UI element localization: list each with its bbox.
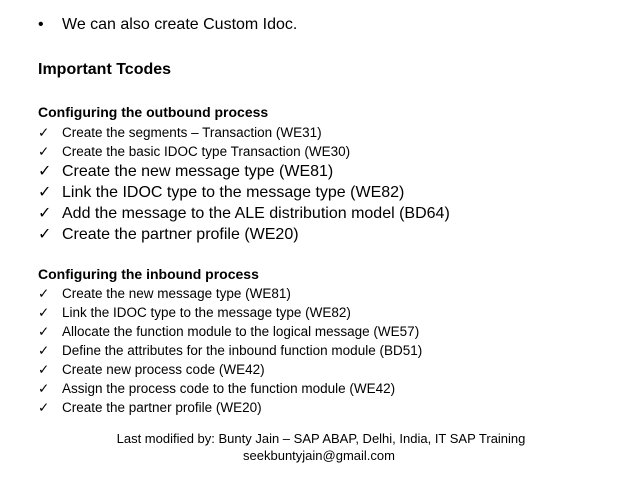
list-item-text: Create new process code (WE42) (62, 362, 265, 377)
list-item-text: Create the new message type (WE81) (62, 163, 334, 180)
list-item: ✓ Assign the process code to the function… (38, 379, 422, 398)
outbound-section-title: Configuring the outbound process (38, 104, 269, 120)
checkmark-icon: ✓ (38, 381, 50, 396)
list-item: ✓ Allocate the function module to the log… (38, 322, 422, 341)
list-item-text: Create the partner profile (WE20) (62, 226, 299, 243)
list-item: ✓ Create the segments – Transaction (WE31… (38, 123, 350, 142)
footer-email: seekbuntyjain@gmail.com (243, 448, 395, 463)
important-tcodes-heading: Important Tcodes (38, 61, 172, 78)
list-item: ✓ Create the partner profile (WE20) (38, 224, 450, 245)
outbound-list-large: ✓ Create the new message type (WE81) ✓ Lin… (38, 161, 450, 245)
footer: Last modified by: Bunty Jain – SAP ABAP,… (0, 430, 638, 464)
list-item-text: Assign the process code to the function … (62, 381, 396, 396)
checkmark-icon: ✓ (38, 144, 50, 159)
checkmark-icon: ✓ (38, 343, 50, 358)
checkmark-icon: ✓ (38, 163, 52, 180)
list-item: ✓ Define the attributes for the inbound f… (38, 341, 422, 360)
list-item-text: Create the new message type (WE81) (62, 286, 291, 301)
list-item-text: Create the segments – Transaction (WE31) (62, 125, 322, 140)
checkmark-icon: ✓ (38, 400, 50, 415)
list-item-text: Add the message to the ALE distribution … (62, 205, 450, 222)
checkmark-icon: ✓ (38, 184, 52, 201)
checkmark-icon: ✓ (38, 305, 50, 320)
list-item-text: Link the IDOC type to the message type (… (62, 305, 351, 320)
checkmark-icon: ✓ (38, 362, 50, 377)
list-item: ✓ Create the new message type (WE81) (38, 161, 450, 182)
list-item-text: Create the partner profile (WE20) (62, 400, 262, 415)
intro-bullet-item: • We can also create Custom Idoc. (38, 16, 297, 34)
list-item: ✓ Create new process code (WE42) (38, 360, 422, 379)
checkmark-icon: ✓ (38, 226, 52, 243)
list-item-text: Allocate the function module to the logi… (62, 324, 420, 339)
bullet-icon: • (38, 16, 44, 33)
list-item: ✓ Link the IDOC type to the message type … (38, 303, 422, 322)
inbound-list: ✓ Create the new message type (WE81) ✓ Lin… (38, 284, 422, 417)
list-item-text: Define the attributes for the inbound fu… (62, 343, 423, 358)
list-item: ✓ Create the basic IDOC type Transaction … (38, 142, 350, 161)
inbound-section-title: Configuring the inbound process (38, 266, 259, 282)
list-item-text: Link the IDOC type to the message type (… (62, 184, 405, 201)
footer-author-line: Last modified by: Bunty Jain – SAP ABAP,… (116, 431, 526, 446)
checkmark-icon: ✓ (38, 125, 50, 140)
checkmark-icon: ✓ (38, 324, 50, 339)
checkmark-icon: ✓ (38, 205, 52, 222)
intro-text: We can also create Custom Idoc. (62, 16, 298, 33)
list-item: ✓ Create the new message type (WE81) (38, 284, 422, 303)
list-item: ✓ Link the IDOC type to the message type … (38, 182, 450, 203)
outbound-list-small: ✓ Create the segments – Transaction (WE31… (38, 123, 350, 161)
list-item: ✓ Create the partner profile (WE20) (38, 398, 422, 417)
list-item-text: Create the basic IDOC type Transaction (… (62, 144, 351, 159)
checkmark-icon: ✓ (38, 286, 50, 301)
list-item: ✓ Add the message to the ALE distribution… (38, 203, 450, 224)
